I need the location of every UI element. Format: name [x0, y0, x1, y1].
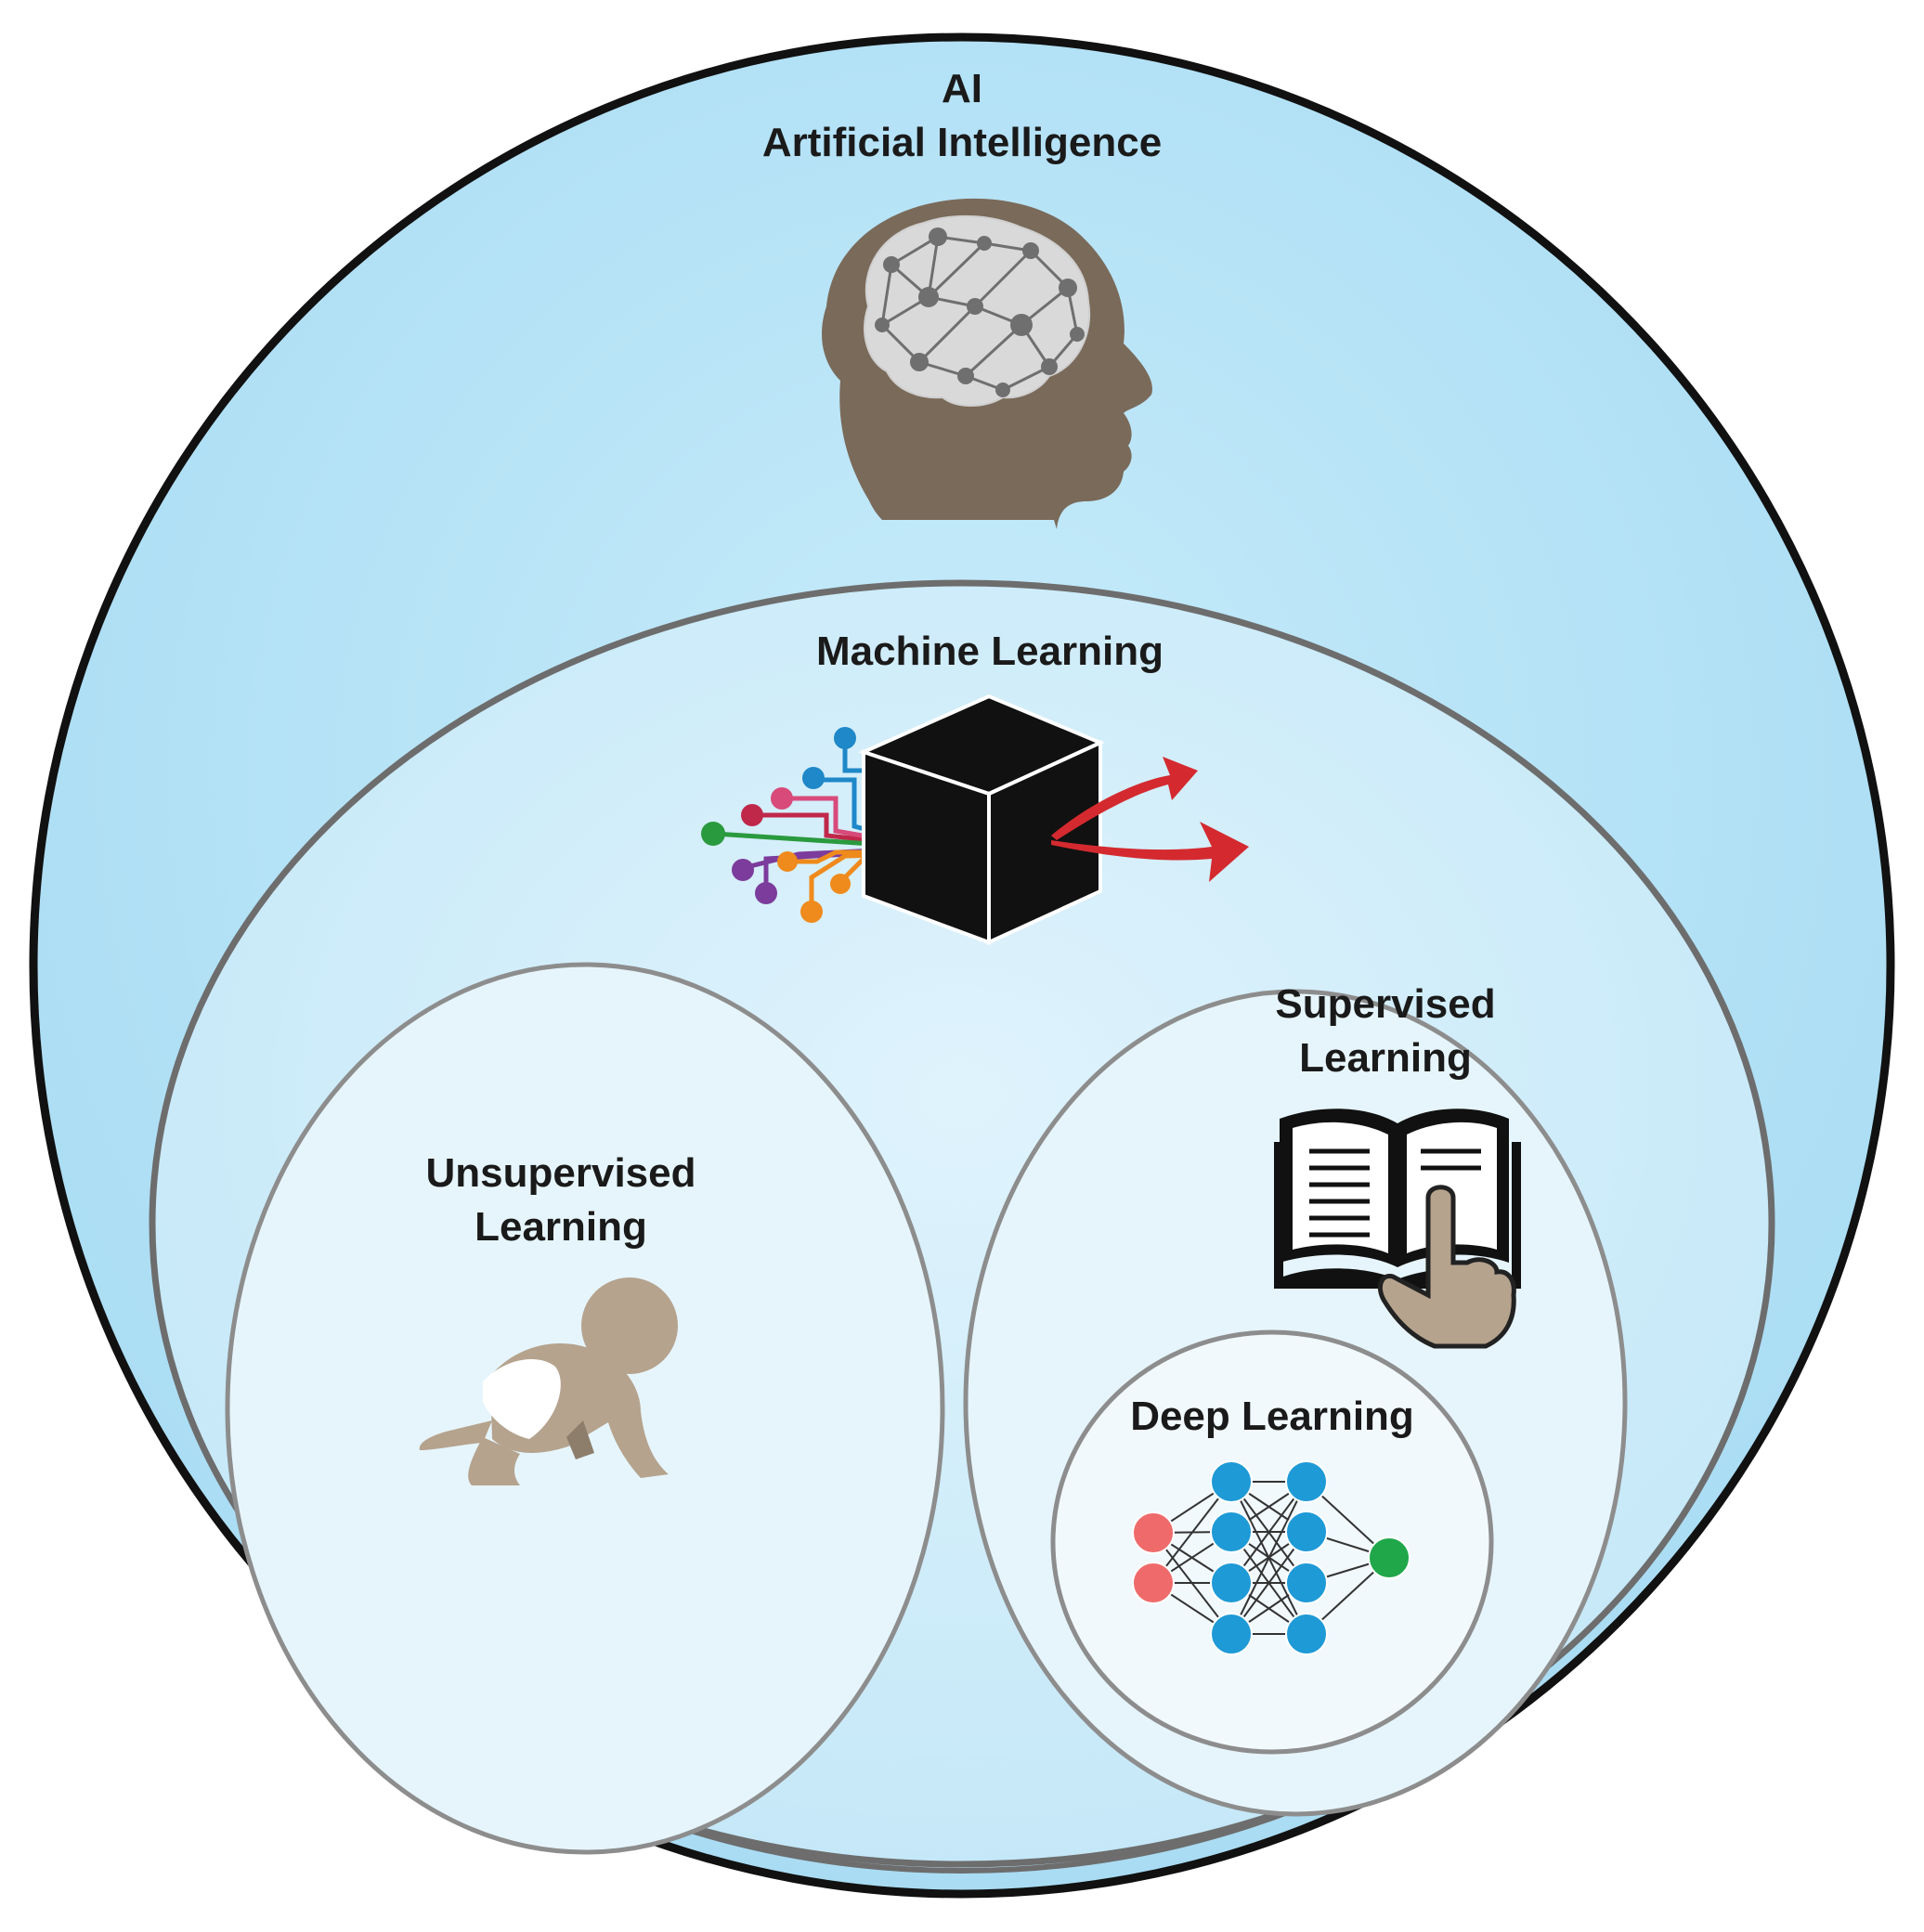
nn-hidden-node [1210, 1460, 1253, 1503]
book-pointing-hand-icon [1274, 1109, 1521, 1349]
nn-hidden-node [1285, 1460, 1328, 1503]
ai-title-label: Artificial Intelligence [762, 120, 1162, 165]
neural-network-icon [1132, 1460, 1410, 1655]
deep-learning-label: Deep Learning [1130, 1394, 1414, 1439]
supervised-label-line2: Learning [1299, 1035, 1472, 1081]
black-box-cube-icon [701, 694, 1249, 946]
nn-input-node [1132, 1511, 1175, 1554]
nn-output-node [1368, 1537, 1410, 1579]
ml-title-label: Machine Learning [816, 629, 1164, 674]
deep-learning-ellipse [1050, 1329, 1494, 1755]
nn-hidden-node [1210, 1511, 1253, 1553]
crawling-baby-icon [419, 1277, 678, 1485]
nn-hidden-node [1210, 1562, 1253, 1604]
nn-hidden-node [1210, 1613, 1253, 1655]
nn-hidden-node [1285, 1562, 1328, 1604]
unsupervised-label-line2: Learning [474, 1204, 647, 1250]
ai-abbr-label: AI [942, 66, 982, 111]
nn-edge [1230, 1481, 1307, 1635]
supervised-label-line1: Supervised [1275, 981, 1495, 1027]
unsupervised-label-line1: Unsupervised [426, 1150, 696, 1196]
nn-hidden-node [1285, 1511, 1328, 1553]
nn-hidden-node [1285, 1613, 1328, 1655]
brain-network-head-icon [822, 198, 1152, 530]
nn-input-node [1132, 1562, 1175, 1604]
